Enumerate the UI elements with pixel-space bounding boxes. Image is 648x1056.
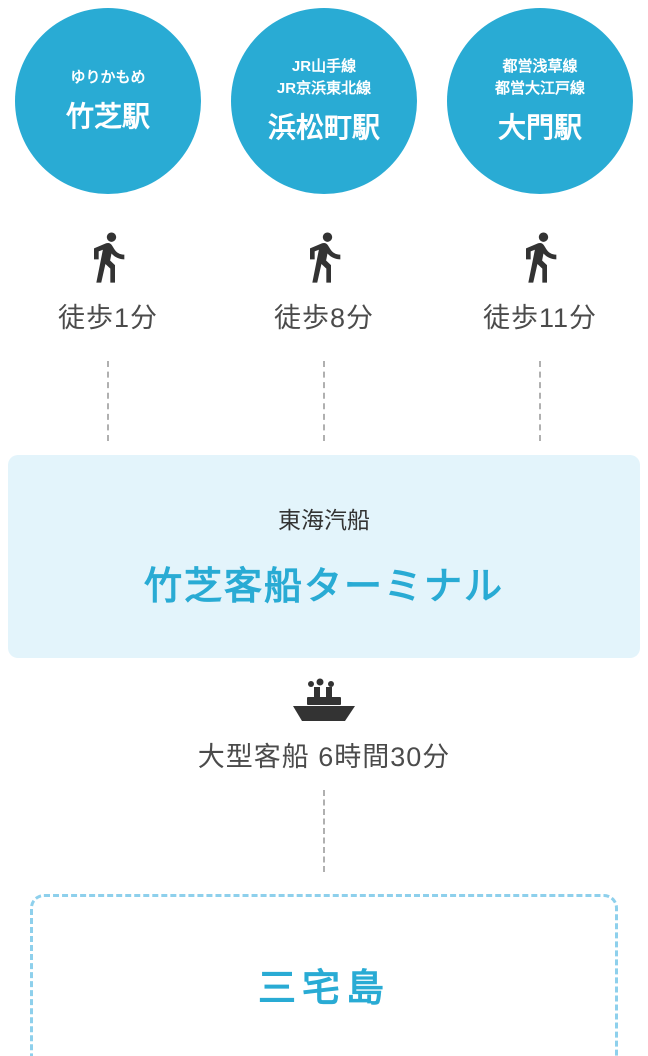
terminal-name-label: 竹芝客船ターミナル — [143, 566, 504, 608]
passenger-ship-icon — [291, 678, 357, 729]
destination-name-label: 三宅島 — [257, 968, 390, 1010]
destination-box: 三宅島 — [30, 894, 618, 1056]
station-column-hamamatsucho: JR山手線 JR京浜東北線 浜松町駅 徒歩8分 — [216, 8, 432, 441]
stations-row: ゆりかもめ 竹芝駅 徒歩1分 JR山手線 JR京浜東北線 浜松町駅 — [0, 0, 648, 441]
terminal-company-label: 東海汽船 — [278, 507, 370, 533]
station-line-label: 都営浅草線 — [502, 58, 578, 76]
station-badge-daimon: 都営浅草線 都営大江戸線 大門駅 — [447, 8, 633, 194]
walk-time-label: 徒歩1分 — [57, 303, 159, 333]
station-badge-takeshiba: ゆりかもめ 竹芝駅 — [15, 8, 201, 194]
walking-person-icon — [296, 226, 352, 288]
walking-person-icon — [80, 226, 136, 288]
station-line-label: JR京浜東北線 — [276, 80, 372, 97]
station-line-label: JR山手線 — [291, 58, 357, 76]
voyage-section: 大型客船 6時間30分 — [0, 678, 648, 872]
terminal-box: 東海汽船 竹芝客船ターミナル — [8, 455, 640, 658]
station-line-label: 都営大江戸線 — [494, 80, 585, 97]
station-name: 浜松町駅 — [267, 111, 380, 143]
connector-line — [539, 361, 541, 441]
station-name: 大門駅 — [497, 111, 582, 143]
walking-person-icon — [512, 226, 568, 288]
walk-time-label: 徒歩8分 — [273, 303, 375, 333]
station-column-daimon: 都営浅草線 都営大江戸線 大門駅 徒歩11分 — [432, 8, 648, 441]
voyage-duration-label: 大型客船 6時間30分 — [197, 742, 451, 772]
station-badge-hamamatsucho: JR山手線 JR京浜東北線 浜松町駅 — [231, 8, 417, 194]
walk-time-label: 徒歩11分 — [482, 303, 598, 333]
connector-line — [323, 790, 325, 872]
connector-line — [323, 361, 325, 441]
station-line-label: ゆりかもめ — [70, 69, 146, 87]
connector-line — [107, 361, 109, 441]
station-column-takeshiba: ゆりかもめ 竹芝駅 徒歩1分 — [0, 8, 216, 441]
station-name: 竹芝駅 — [65, 100, 150, 132]
